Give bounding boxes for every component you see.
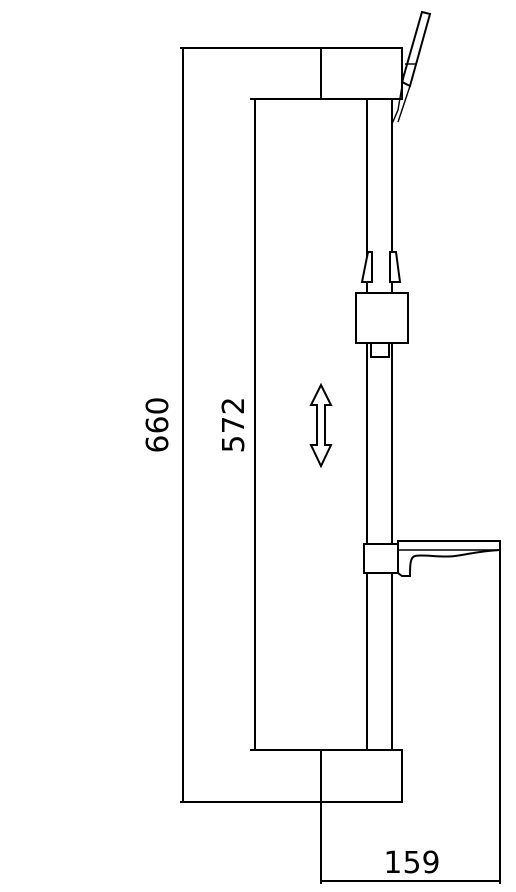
soap-dish-clamp <box>363 543 399 574</box>
holder-body <box>355 292 409 344</box>
bottom-wall-bracket <box>320 749 403 803</box>
shower-holder-slider <box>355 251 409 358</box>
hand-shower-head <box>391 10 432 125</box>
shower-head-neck <box>391 73 405 125</box>
double-vertical-arrow-icon <box>309 382 333 469</box>
dimension-572: 572 <box>217 98 367 751</box>
soap-dish-tray <box>397 540 501 577</box>
slide-rail <box>366 98 393 751</box>
holder-cone-right <box>389 251 402 283</box>
holder-knob <box>370 342 390 358</box>
dimension-label-660: 660 <box>141 396 176 453</box>
dimension-label-572: 572 <box>217 396 252 453</box>
dimension-159: 159 <box>320 541 501 884</box>
soap-dish <box>363 540 501 577</box>
top-wall-bracket <box>320 47 403 100</box>
dimension-660: 660 <box>141 47 320 803</box>
shower-head-plate <box>400 10 432 88</box>
dimension-label-159: 159 <box>383 846 440 881</box>
holder-cone-left <box>360 251 373 283</box>
